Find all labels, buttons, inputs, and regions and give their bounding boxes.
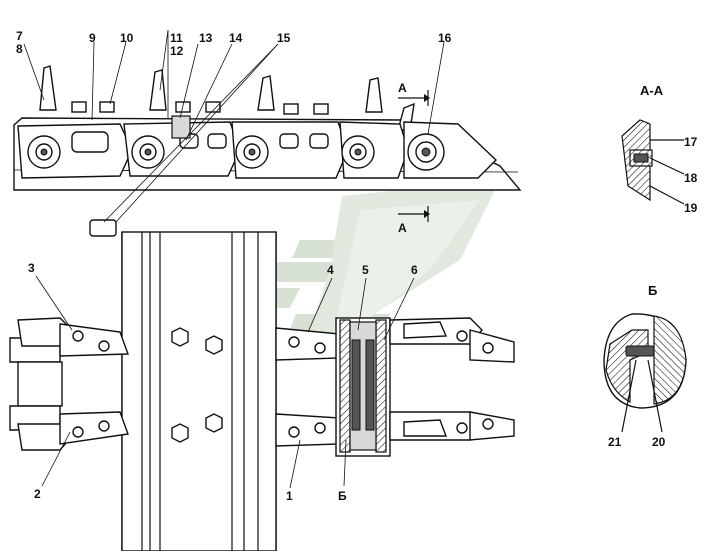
section-aa-markers: А А bbox=[398, 81, 430, 235]
callout-3: 3 bbox=[28, 261, 35, 275]
callout-17: 17 bbox=[684, 135, 698, 149]
pin-bosses bbox=[27, 133, 445, 171]
section-a-top-label: А bbox=[398, 81, 407, 95]
callout-19: 19 bbox=[684, 201, 698, 215]
section-b-title: Б bbox=[648, 283, 657, 298]
link-3-plan bbox=[59, 323, 129, 357]
chain-plan-view bbox=[9, 231, 515, 552]
grouser-2 bbox=[149, 69, 167, 111]
callout-10: 10 bbox=[120, 31, 134, 45]
link-4-plan bbox=[275, 327, 341, 361]
plan-bolt-heads bbox=[171, 327, 223, 443]
section-aa-view: А-А bbox=[621, 83, 685, 205]
shoe-plate bbox=[121, 231, 277, 552]
grouser-4 bbox=[365, 77, 383, 113]
seal-20-21 bbox=[625, 345, 655, 357]
callout-6: 6 bbox=[411, 263, 418, 277]
grouser-3 bbox=[257, 75, 275, 111]
section-a-bottom-label: А bbox=[398, 221, 407, 235]
callout-15: 15 bbox=[277, 31, 291, 45]
callout-1: 1 bbox=[286, 489, 293, 503]
callout-9: 9 bbox=[89, 31, 96, 45]
callout-18: 18 bbox=[684, 171, 698, 185]
callout-21: 21 bbox=[608, 435, 622, 449]
link-1-plan bbox=[275, 413, 341, 447]
detail-box bbox=[89, 219, 117, 237]
callout-20: 20 bbox=[652, 435, 666, 449]
callout-5: 5 bbox=[362, 263, 369, 277]
section-aa-title: А-А bbox=[640, 83, 664, 98]
section-b-view: Б bbox=[603, 283, 687, 433]
callout-16: 16 bbox=[438, 31, 452, 45]
callout-4: 4 bbox=[327, 263, 334, 277]
section-b-right bbox=[653, 315, 687, 405]
grouser-1 bbox=[39, 65, 57, 111]
link-2-plan bbox=[59, 411, 129, 445]
callout-b: Б bbox=[338, 489, 347, 503]
callout-2: 2 bbox=[34, 487, 41, 501]
chain-side-view bbox=[13, 65, 522, 237]
callout-12: 12 bbox=[170, 44, 184, 58]
callout-14: 14 bbox=[229, 31, 243, 45]
callout-7: 7 bbox=[16, 29, 23, 43]
callout-13: 13 bbox=[199, 31, 213, 45]
leader-lines bbox=[23, 29, 445, 489]
bolt-13 bbox=[171, 115, 191, 139]
callout-numbers: 7 8 9 10 11 12 13 14 15 16 17 18 19 20 2… bbox=[16, 29, 698, 503]
callout-11: 11 bbox=[170, 31, 183, 45]
callout-8: 8 bbox=[16, 42, 23, 56]
